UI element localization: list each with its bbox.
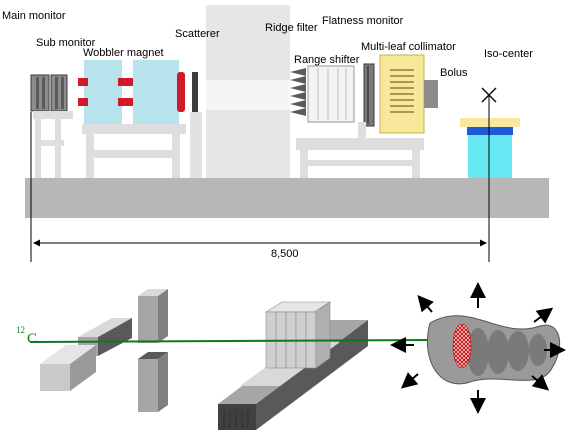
multi-leaf-collimator-unit	[379, 54, 425, 134]
target-volume	[426, 315, 561, 385]
scan-arrows	[390, 282, 566, 414]
arrow-downright-icon	[531, 374, 550, 391]
wobbler-magnet-unit	[78, 60, 185, 124]
beamline-side-view: Main monitor Sub monitor Wobbler magnet …	[2, 5, 549, 262]
label-wobbler-magnet: Wobbler magnet	[83, 47, 164, 59]
bolus-block	[424, 80, 438, 108]
carbon-beam-line	[29, 339, 433, 343]
flatness-monitor-unit	[363, 63, 375, 127]
main-monitor-unit	[30, 74, 50, 112]
label-flatness-monitor: Flatness monitor	[322, 15, 404, 27]
bragg-peak-layer	[452, 323, 472, 369]
magnet-stand	[82, 124, 186, 178]
monitor-stand	[33, 111, 73, 178]
shielding-wall	[206, 5, 290, 178]
arrow-upleft-icon	[417, 294, 434, 313]
label-bolus: Bolus	[440, 67, 468, 79]
label-scatterer: Scatterer	[175, 28, 220, 40]
ridge-filter-shape	[290, 68, 306, 116]
beam-isotope-mass: 12	[16, 325, 25, 335]
label-multi-leaf-collimator: Multi-leaf collimator	[361, 41, 456, 53]
nozzle-stand	[296, 122, 424, 178]
label-dimension: 8,500	[271, 248, 299, 260]
arrow-downleft-icon	[400, 372, 419, 389]
label-range-shifter: Range shifter	[294, 54, 360, 66]
scatterer-block-bottom	[138, 352, 168, 412]
floor-base	[25, 178, 549, 218]
iso-center-mark	[481, 87, 497, 103]
scatterer-plate	[192, 72, 198, 112]
arrow-upright-icon	[533, 307, 554, 324]
sub-monitor-unit	[50, 74, 68, 112]
patient-target	[460, 118, 520, 178]
beamline-3d-view: 12 C	[16, 282, 566, 430]
label-ridge-filter: Ridge filter	[265, 22, 318, 34]
scatterer-block-top	[138, 289, 168, 343]
range-shifter-plates	[264, 301, 332, 369]
scatterer-stand	[190, 112, 202, 178]
wobbler-block-lower	[40, 345, 96, 391]
label-sub-monitor: Sub monitor	[36, 37, 96, 49]
label-iso-center: Iso-center	[484, 48, 533, 60]
label-main-monitor: Main monitor	[2, 10, 66, 22]
range-shifter-unit	[307, 65, 355, 123]
beam-element: C	[27, 331, 37, 347]
